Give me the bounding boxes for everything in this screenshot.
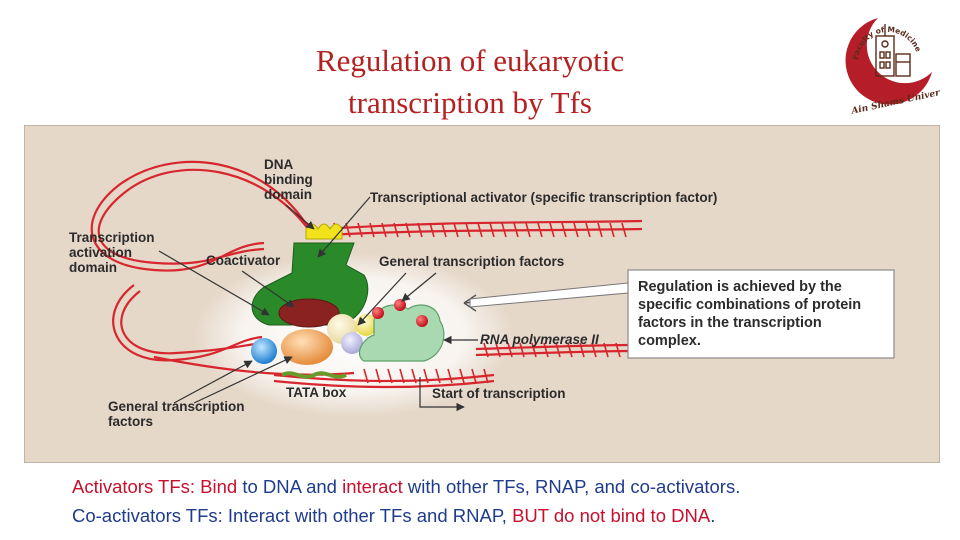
caption-interact: interact — [342, 476, 408, 497]
transcription-diagram: DNA binding domain Transcriptional activ… — [24, 125, 940, 463]
factor-red-1 — [372, 307, 384, 319]
svg-text:complex.: complex. — [638, 333, 701, 349]
caption-but-not: BUT do not bind to DNA — [512, 505, 711, 526]
general-tf-orange — [281, 329, 333, 365]
arrow-start — [419, 377, 465, 412]
label-transcriptional-activator: Transcriptional activator (specific tran… — [370, 190, 717, 205]
caption-bind: Bind — [200, 476, 243, 497]
label-dna-binding-domain: DNA binding domain — [264, 157, 313, 202]
caption-coactivators: Co-activators TFs: Interact with other T… — [72, 505, 513, 526]
svg-text:specific combinations of prote: specific combinations of protein — [638, 297, 861, 313]
label-general-tfs-top: General transcription factors — [379, 254, 564, 269]
label-transcription-activation-domain: Transcription activation domain — [69, 230, 155, 275]
caption-period: . — [710, 505, 716, 526]
label-coactivator: Coactivator — [206, 253, 281, 268]
tata-box-shape — [281, 371, 347, 379]
label-tata-box: TATA box — [286, 385, 347, 400]
caption-with-other: with other TFs, RNAP, and co-activators. — [407, 476, 741, 497]
label-general-tfs-bottom: General transcription factors — [108, 399, 245, 429]
dna-helix-ticks — [333, 222, 627, 384]
factor-red-3 — [416, 315, 428, 327]
arrow-gtf-2 — [401, 272, 437, 302]
arrow-gtf-1 — [357, 272, 407, 326]
general-tf-lavender — [341, 332, 363, 354]
caption-line-2: Co-activators TFs: Interact with other T… — [72, 501, 952, 530]
svg-text:DNA: DNA — [264, 157, 293, 172]
factor-red-2 — [394, 299, 406, 311]
callout-text: Regulation is achieved by the specific c… — [638, 279, 861, 349]
university-logo-icon: Faculty of Medicine Ain Shams University — [845, 18, 940, 114]
arrow-coactivator — [241, 270, 295, 308]
arrow-activation-domain — [158, 250, 270, 316]
svg-text:factors in the transcription: factors in the transcription — [638, 315, 822, 331]
svg-text:domain: domain — [264, 187, 312, 202]
caption-activators-label: Activators TFs: — [72, 476, 201, 497]
svg-text:domain: domain — [69, 260, 117, 275]
caption-to-dna: to DNA and — [242, 476, 343, 497]
arrow-activator — [317, 196, 371, 258]
svg-text:Transcription: Transcription — [69, 230, 155, 245]
caption-line-1: Activators TFs: Bind to DNA and interact… — [72, 472, 952, 501]
general-tf-blue — [251, 338, 277, 364]
svg-text:Regulation is achieved by the: Regulation is achieved by the — [638, 279, 842, 295]
title-line-2: transcription by Tfs — [348, 85, 592, 120]
label-start-of-transcription: Start of transcription — [432, 386, 566, 401]
callout-pointer — [469, 282, 629, 308]
caption: Activators TFs: Bind to DNA and interact… — [72, 472, 952, 530]
arrow-gtf-bottom-2 — [193, 356, 293, 404]
svg-text:binding: binding — [264, 172, 313, 187]
arrow-dna-binding — [285, 204, 315, 230]
svg-text:activation: activation — [69, 245, 132, 260]
callout-box — [627, 269, 895, 359]
title-line-1: Regulation of eukaryotic — [315, 43, 625, 78]
svg-text:General transcription: General transcription — [108, 399, 245, 414]
slide-title: Regulation of eukaryotic transcription b… — [240, 40, 700, 124]
svg-text:factors: factors — [108, 414, 153, 429]
label-rna-polymerase: RNA polymerase II — [480, 332, 599, 347]
arrow-gtf-bottom-1 — [173, 360, 253, 404]
